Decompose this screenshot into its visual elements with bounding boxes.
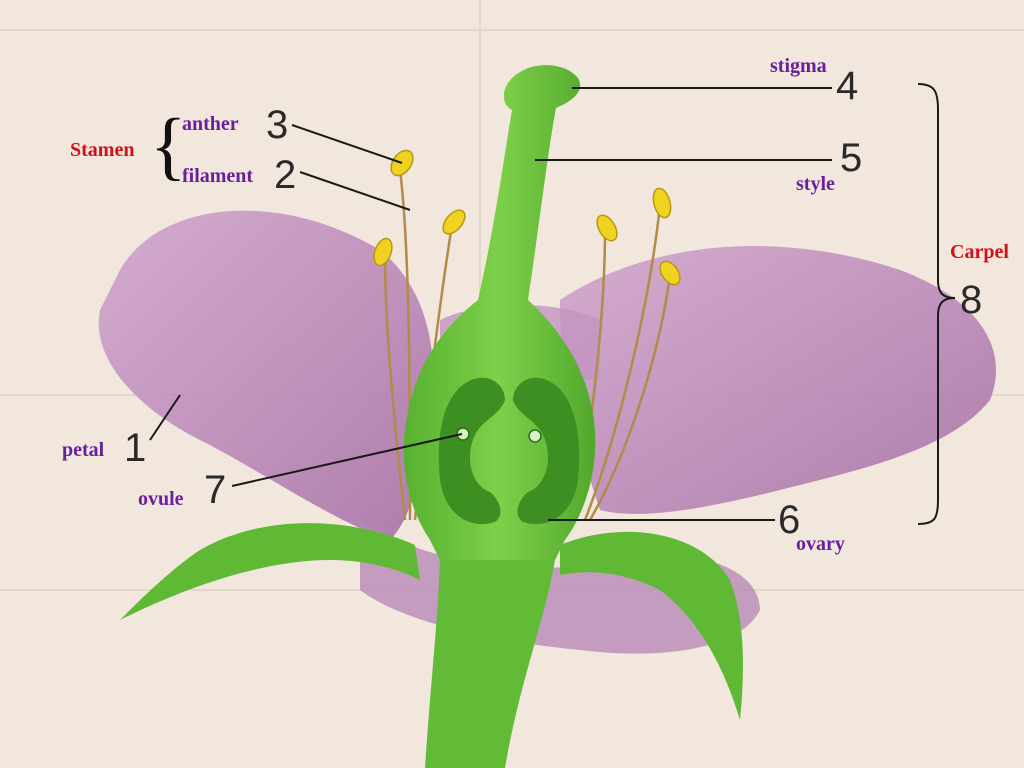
label-style: style bbox=[796, 173, 835, 195]
label-ovule: ovule bbox=[138, 488, 184, 510]
sepal-right bbox=[560, 531, 743, 720]
label-stigma: stigma bbox=[770, 55, 827, 77]
ovary-chambers bbox=[438, 377, 580, 525]
number-2: 2 bbox=[274, 153, 297, 197]
label-stamen: Stamen bbox=[70, 139, 135, 161]
number-5: 5 bbox=[840, 136, 863, 180]
petal-left-back bbox=[98, 210, 434, 540]
label-anther: anther bbox=[182, 113, 239, 135]
stamen-anthers bbox=[373, 149, 681, 286]
petal-right-back bbox=[560, 246, 996, 514]
sepal-left bbox=[120, 523, 420, 620]
label-filament: filament bbox=[182, 165, 254, 187]
number-6: 6 bbox=[778, 498, 801, 542]
stamen-brace: { bbox=[150, 104, 187, 188]
number-1: 1 bbox=[124, 426, 147, 470]
number-7: 7 bbox=[204, 468, 227, 512]
ovules bbox=[456, 427, 542, 443]
label-ovary: ovary bbox=[796, 533, 845, 555]
label-petal: petal bbox=[62, 439, 105, 461]
number-4: 4 bbox=[836, 64, 859, 108]
leader-lines bbox=[149, 83, 956, 525]
number-3: 3 bbox=[266, 103, 289, 147]
flower-stem bbox=[425, 560, 555, 768]
label-carpel: Carpel bbox=[950, 241, 1009, 263]
number-8: 8 bbox=[960, 278, 983, 322]
